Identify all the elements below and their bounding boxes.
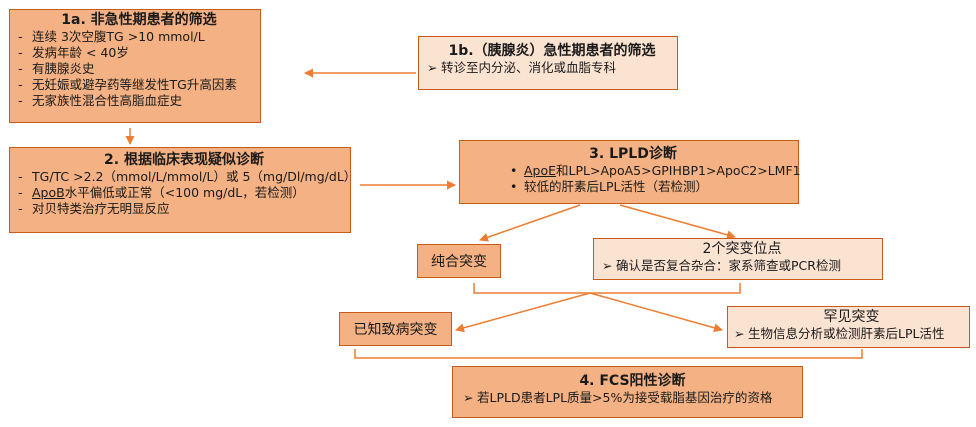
list-item-text: 生物信息分析或检测肝素后LPL活性 [748,326,945,341]
list-item: -无家族性混合性高脂血症史 [18,93,260,109]
box-1a-list: -连续 3次空腹TG >10 mmol/L-发病年龄 < 40岁-有胰腺炎史-无… [18,29,260,109]
list-item: -发病年龄 < 40岁 [18,45,260,61]
list-item-text: 发病年龄 < 40岁 [32,45,129,60]
box-1b-title: 1b.（胰腺炎）急性期患者的筛选 [448,43,656,59]
arrow-bracket-to-known [455,292,591,333]
list-item: -连续 3次空腹TG >10 mmol/L [18,29,260,45]
box-2-clinical-suspicion: 2. 根据临床表现疑似诊断 -TG/TC >2.2（mmol/L/mmol/L）… [9,147,356,233]
box-homozygous-mutation: 纯合突变 [417,244,501,278]
list-item-text: 连续 3次空腹TG >10 mmol/L [32,29,205,44]
bullet-marker: - [18,169,23,184]
rare-title: 罕见突变 [823,309,880,325]
bullet-marker: - [18,201,23,216]
box-1b-list: ➢转诊至内分泌、消化或血脂专科 [427,60,677,76]
list-item-text: 无家族性混合性高脂血症史 [32,93,183,108]
list-item: -无妊娠或避孕药等继发性TG升高因素 [18,77,260,93]
bracket-middle-row [473,283,741,294]
homozygous-title: 纯合突变 [431,254,487,270]
arrow-3-to-two-mutations [619,204,736,240]
list-item-text: TG/TC >2.2（mmol/L/mmol/L）或 5（mg/Dl/mg/dL… [32,169,357,184]
list-item-text: 水平偏低或正常（<100 mg/dL，若检测） [64,185,305,200]
bullet-marker: - [18,29,23,44]
bullet-marker: ➢ [602,258,613,273]
list-item: -ApoB水平偏低或正常（<100 mg/dL，若检测） [18,185,350,201]
box-2-title: 2. 根据临床表现疑似诊断 [104,152,264,168]
list-item: -对贝特类治疗无明显反应 [18,201,350,217]
box-3-title: 3. LPLD诊断 [589,146,677,162]
bullet-marker: • [510,163,518,178]
box-known-pathogenic-mutation: 已知致病突变 [339,312,452,346]
bullet-marker: ➢ [734,326,745,341]
bullet-marker: ➢ [463,390,474,405]
list-item: ➢若LPLD患者LPL质量>5%为接受载脂基因治疗的资格 [463,390,802,406]
bullet-marker: - [18,77,23,92]
bullet-marker: - [18,45,23,60]
box-1b-acute-screening: 1b.（胰腺炎）急性期患者的筛选 ➢转诊至内分泌、消化或血脂专科 [418,36,678,90]
box-rare-mutation: 罕见突变 ➢生物信息分析或检测肝素后LPL活性 [727,306,970,348]
arrow-bracket-to-rare [589,292,723,333]
box-1a-title: 1a. 非急性期患者的筛选 [61,12,217,28]
box-3-lpld-diagnosis: 3. LPLD诊断 • ApoE和LPL>ApoA5>GPIHBP1>ApoC2>… [459,140,801,204]
list-item: ➢转诊至内分泌、消化或血脂专科 [427,60,677,76]
known-title: 已知致病突变 [353,322,438,338]
list-item-text: 确认是否复合杂合：家系筛查或PCR检测 [616,258,841,273]
bullet-marker: - [18,93,23,108]
box-2-list: -TG/TC >2.2（mmol/L/mmol/L）或 5（mg/Dl/mg/d… [18,169,356,217]
list-item: -TG/TC >2.2（mmol/L/mmol/L）或 5（mg/Dl/mg/d… [18,169,356,185]
bracket-bottom-row [354,349,863,359]
bullet-marker: - [18,61,23,76]
list-item-text: 无妊娠或避孕药等继发性TG升高因素 [32,77,237,92]
box-1a-non-acute-screening: 1a. 非急性期患者的筛选 -连续 3次空腹TG >10 mmol/L-发病年龄… [9,9,261,123]
list-item-text: 和LPL>ApoA5>GPIHBP1>ApoC2>LMF1 [556,163,801,178]
list-item-underlined-text: ApoB [32,185,65,200]
bullet-marker: ➢ [427,60,438,75]
two-mutation-list: ➢确认是否复合杂合：家系筛查或PCR检测 [602,258,882,274]
arrow-3-to-homozygous [479,204,581,242]
list-item: ➢生物信息分析或检测肝素后LPL活性 [734,326,969,342]
rare-list: ➢生物信息分析或检测肝素后LPL活性 [734,326,969,342]
box-3-list: • ApoE和LPL>ApoA5>GPIHBP1>ApoC2>LMF1 • 较低的肝素… [510,163,801,195]
bullet-marker: - [18,185,23,200]
list-item-text: 较低的肝素后LPL活性（若检测） [524,179,708,194]
bullet-marker: • [510,179,518,194]
list-item: -有胰腺炎史 [18,61,260,77]
list-item-text: 转诊至内分泌、消化或血脂专科 [441,60,617,75]
list-item: • 较低的肝素后LPL活性（若检测） [510,179,798,195]
list-item-text: 对贝特类治疗无明显反应 [32,201,170,216]
box-4-fcs-positive: 4. FCS阳性诊断 ➢若LPLD患者LPL质量>5%为接受载脂基因治疗的资格 [452,366,803,418]
box-4-title: 4. FCS阳性诊断 [579,373,686,389]
list-item: ➢确认是否复合杂合：家系筛查或PCR检测 [602,258,882,274]
box-4-list: ➢若LPLD患者LPL质量>5%为接受载脂基因治疗的资格 [463,390,802,406]
list-item-text: 若LPLD患者LPL质量>5%为接受载脂基因治疗的资格 [477,390,773,405]
two-mutation-title: 2个突变位点 [702,241,782,257]
list-item-underlined-text: ApoE [524,163,557,178]
box-two-mutation-sites: 2个突变位点 ➢确认是否复合杂合：家系筛查或PCR检测 [593,238,883,280]
list-item: • ApoE和LPL>ApoA5>GPIHBP1>ApoC2>LMF1 [510,163,801,179]
list-item-text: 有胰腺炎史 [32,61,95,76]
